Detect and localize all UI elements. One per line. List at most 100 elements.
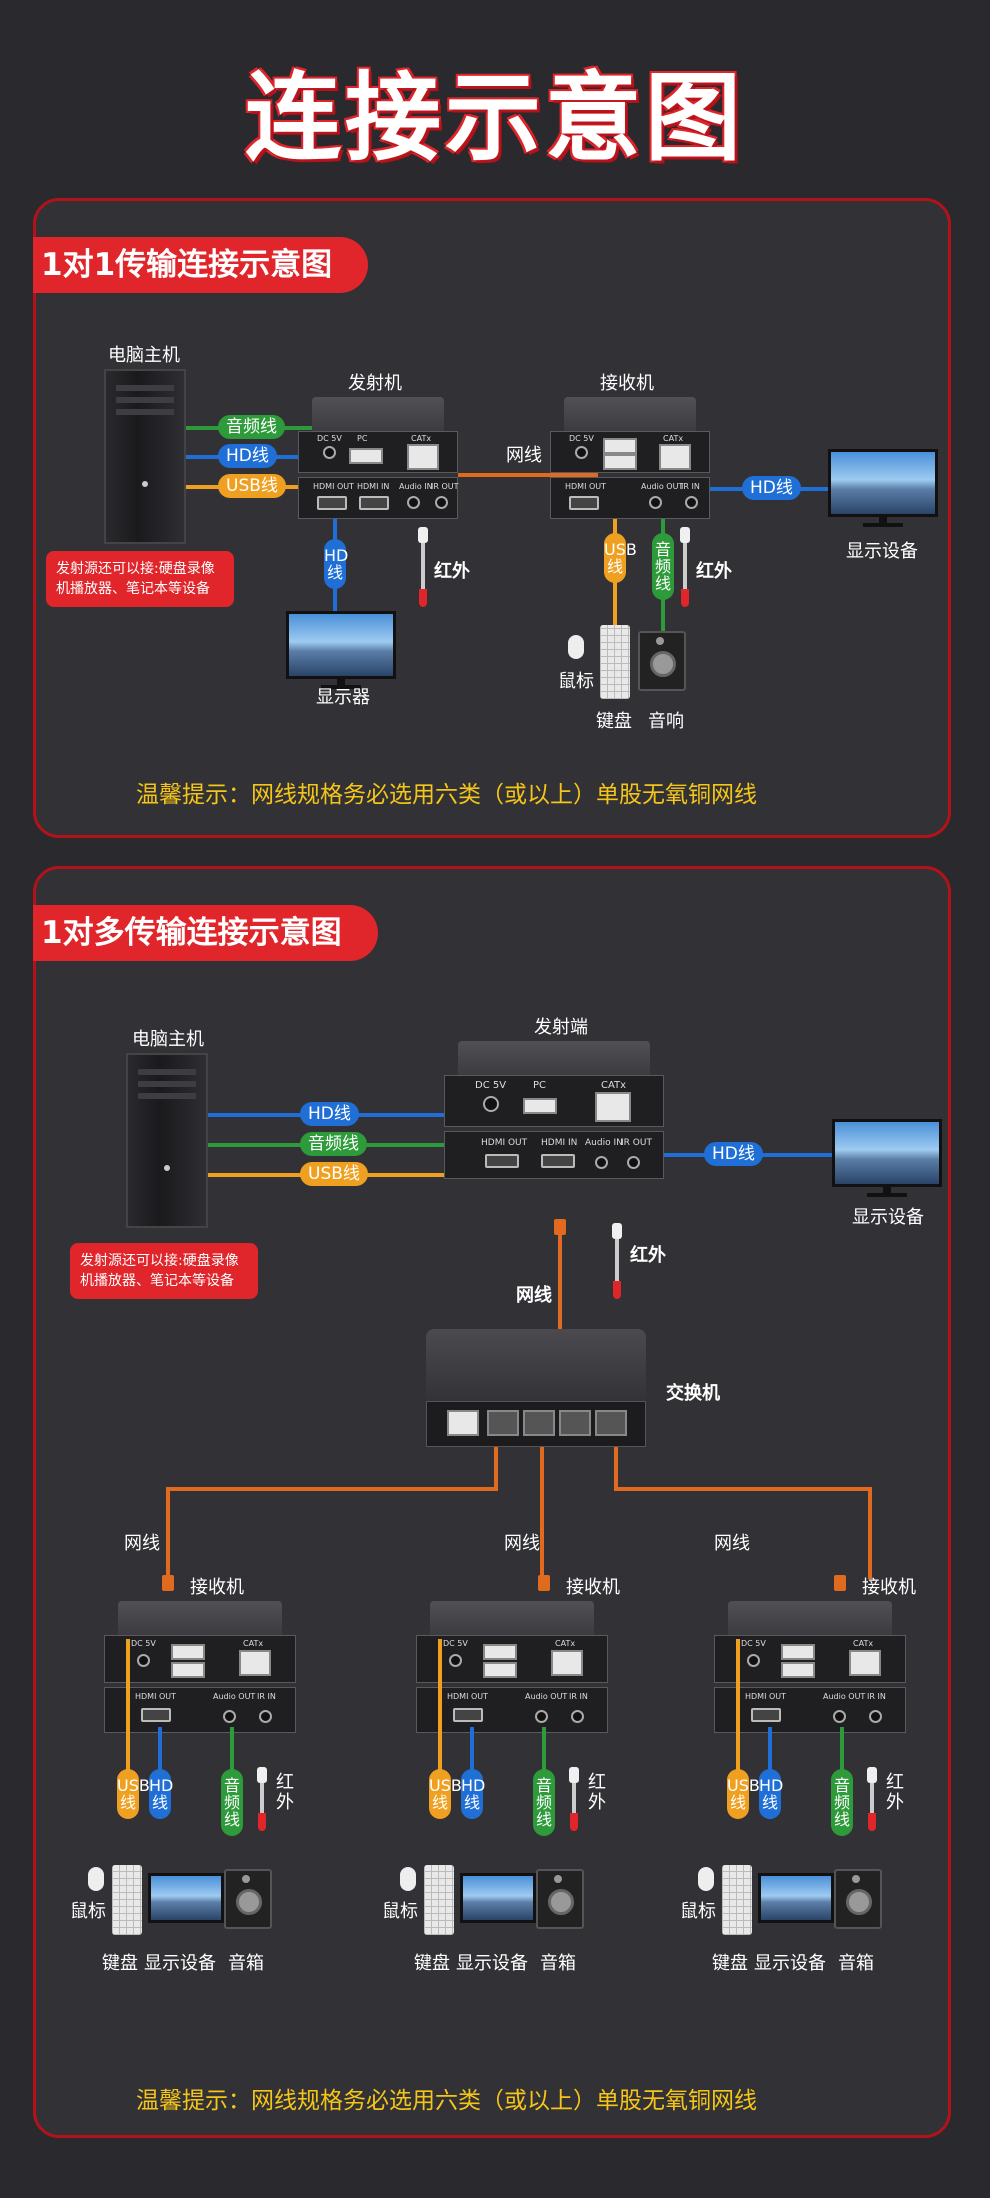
ir-emitter-icon bbox=[868, 1813, 876, 1831]
display-device-icon bbox=[148, 1873, 224, 1923]
ir-emitter-rx-icon bbox=[681, 589, 689, 607]
switch-label: 交换机 bbox=[666, 1383, 720, 1404]
ir-emitter-tx-icon bbox=[419, 589, 427, 607]
pc-label: 电脑主机 bbox=[108, 345, 180, 366]
ir-label-2: 红外 bbox=[630, 1245, 666, 1266]
cable-hd-label: HD线 bbox=[759, 1769, 783, 1819]
cable-usb-label: USB线 bbox=[218, 474, 286, 498]
keyboard-icon bbox=[424, 1865, 454, 1935]
main-title: 连接示意图 bbox=[245, 62, 745, 174]
tip-1: 温馨提示：网线规格务必选用六类（或以上）单股无氧铜网线 bbox=[136, 782, 757, 808]
mouse-icon bbox=[698, 1867, 714, 1891]
keyboard-label: 键盘 bbox=[414, 1953, 450, 1974]
speaker-label: 音箱 bbox=[228, 1953, 264, 1974]
cable-hd-label: HD线 bbox=[218, 444, 277, 468]
cable-hd-label: HD线 bbox=[149, 1769, 173, 1819]
keyboard-label: 键盘 bbox=[596, 711, 632, 732]
section-tag-2: 1对多传输连接示意图 bbox=[33, 905, 378, 961]
panel-one-to-many: 1对多传输连接示意图 电脑主机 发射源还可以接:硬盘录像机播放器、笔记本等设备 … bbox=[33, 866, 951, 2138]
speaker-label: 音箱 bbox=[838, 1953, 874, 1974]
monitor-icon bbox=[286, 611, 396, 689]
receiver-network-label: 网线 bbox=[504, 1533, 540, 1554]
display-device-label-2: 显示设备 bbox=[852, 1207, 924, 1228]
cable-usb-label: USB线 bbox=[727, 1769, 760, 1819]
speaker-icon bbox=[834, 1869, 882, 1929]
keyboard-icon bbox=[722, 1865, 752, 1935]
ir-label: 红外 bbox=[276, 1772, 294, 1813]
display-device-label: 显示设备 bbox=[846, 541, 918, 562]
mouse-icon bbox=[400, 1867, 416, 1891]
display-device-icon bbox=[758, 1873, 834, 1923]
cable-hd-rx-label: HD线 bbox=[742, 476, 801, 500]
cable-usb-label-2: USB线 bbox=[300, 1162, 368, 1186]
transmitter-device-2: DC 5V PC CATx HDMI OUT HDMI IN Audio IN … bbox=[444, 1041, 664, 1179]
pc-tower-icon-2 bbox=[126, 1053, 208, 1228]
monitor-label: 显示器 bbox=[316, 687, 370, 708]
switch-device bbox=[426, 1329, 646, 1447]
display-device-label: 显示设备 bbox=[144, 1953, 216, 1974]
speaker-label: 音箱 bbox=[540, 1953, 576, 1974]
receiver-device: DC 5V CATx HDMI OUT Audio OUT IR IN bbox=[416, 1601, 608, 1751]
mouse-icon bbox=[88, 1867, 104, 1891]
ir-emitter-icon bbox=[258, 1813, 266, 1831]
source-note-2: 发射源还可以接:硬盘录像机播放器、笔记本等设备 bbox=[70, 1243, 258, 1299]
receiver-label: 接收机 bbox=[600, 373, 654, 394]
cable-audio-label: 音频线 bbox=[218, 415, 285, 439]
receiver-network-label: 网线 bbox=[714, 1533, 750, 1554]
transmitter-label-2: 发射端 bbox=[534, 1017, 588, 1038]
pc-tower-icon bbox=[104, 369, 186, 544]
display-device-label: 显示设备 bbox=[456, 1953, 528, 1974]
speaker-icon bbox=[638, 631, 686, 691]
transmitter-label: 发射机 bbox=[348, 373, 402, 394]
cable-usb-label: USB线 bbox=[117, 1769, 150, 1819]
network-label: 网线 bbox=[506, 445, 542, 466]
receiver-label: 接收机 bbox=[566, 1577, 620, 1598]
receiver-network-label: 网线 bbox=[124, 1533, 160, 1554]
cable-usb-label: USB线 bbox=[429, 1769, 462, 1819]
receiver-label: 接收机 bbox=[190, 1577, 244, 1598]
transmitter-device: DC 5V PC CATx HDMI OUT HDMI IN Audio IN … bbox=[298, 397, 459, 519]
keyboard-icon bbox=[600, 625, 630, 699]
display-device-icon-2 bbox=[832, 1119, 942, 1197]
cable-usb-rx-label: USB线 bbox=[604, 533, 637, 583]
mouse-label: 鼠标 bbox=[70, 1901, 106, 1922]
cable-hd-label-2: HD线 bbox=[300, 1102, 359, 1126]
keyboard-icon bbox=[112, 1865, 142, 1935]
network-label-2: 网线 bbox=[516, 1285, 552, 1306]
speaker-icon bbox=[224, 1869, 272, 1929]
ir-label: 红外 bbox=[588, 1772, 606, 1813]
display-device-icon bbox=[828, 449, 938, 527]
pc-label-2: 电脑主机 bbox=[132, 1029, 204, 1050]
speaker-label: 音响 bbox=[648, 711, 684, 732]
display-device-label: 显示设备 bbox=[754, 1953, 826, 1974]
cable-audio-rx-label: 音频线 bbox=[652, 533, 674, 600]
ir-label-tx: 红外 bbox=[434, 561, 470, 582]
speaker-icon bbox=[536, 1869, 584, 1929]
source-note: 发射源还可以接:硬盘录像机播放器、笔记本等设备 bbox=[46, 551, 234, 607]
cable-hd-tx-label: HD线 bbox=[324, 539, 348, 589]
cable-audio-label: 音频线 bbox=[831, 1769, 853, 1836]
tip-2: 温馨提示：网线规格务必选用六类（或以上）单股无氧铜网线 bbox=[136, 2088, 757, 2114]
ir-label-rx: 红外 bbox=[696, 561, 732, 582]
receiver-label: 接收机 bbox=[862, 1577, 916, 1598]
cable-audio-label: 音频线 bbox=[221, 1769, 243, 1836]
mouse-label: 鼠标 bbox=[382, 1901, 418, 1922]
ir-label: 红外 bbox=[886, 1772, 904, 1813]
keyboard-label: 键盘 bbox=[102, 1953, 138, 1974]
cable-audio-label: 音频线 bbox=[533, 1769, 555, 1836]
mouse-icon bbox=[568, 635, 584, 659]
section-tag-1: 1对1传输连接示意图 bbox=[33, 237, 369, 293]
keyboard-label: 键盘 bbox=[712, 1953, 748, 1974]
ir-emitter-2-icon bbox=[613, 1281, 621, 1299]
mouse-label: 鼠标 bbox=[680, 1901, 716, 1922]
cable-hd-label: HD线 bbox=[461, 1769, 485, 1819]
cable-hd-out-label: HD线 bbox=[704, 1142, 763, 1166]
receiver-device: DC 5V CATx HDMI OUT Audio OUT IR IN bbox=[714, 1601, 906, 1751]
cable-audio-label-2: 音频线 bbox=[300, 1132, 367, 1156]
panel-one-to-one: 1对1传输连接示意图 电脑主机 发射源还可以接:硬盘录像机播放器、笔记本等设备 … bbox=[33, 198, 951, 838]
display-device-icon bbox=[460, 1873, 536, 1923]
mouse-label: 鼠标 bbox=[558, 671, 594, 692]
receiver-device: DC 5V CATx HDMI OUT Audio OUT IR IN bbox=[550, 397, 710, 519]
ir-emitter-icon bbox=[570, 1813, 578, 1831]
receiver-device: DC 5V CATx HDMI OUT Audio OUT IR IN bbox=[104, 1601, 296, 1751]
